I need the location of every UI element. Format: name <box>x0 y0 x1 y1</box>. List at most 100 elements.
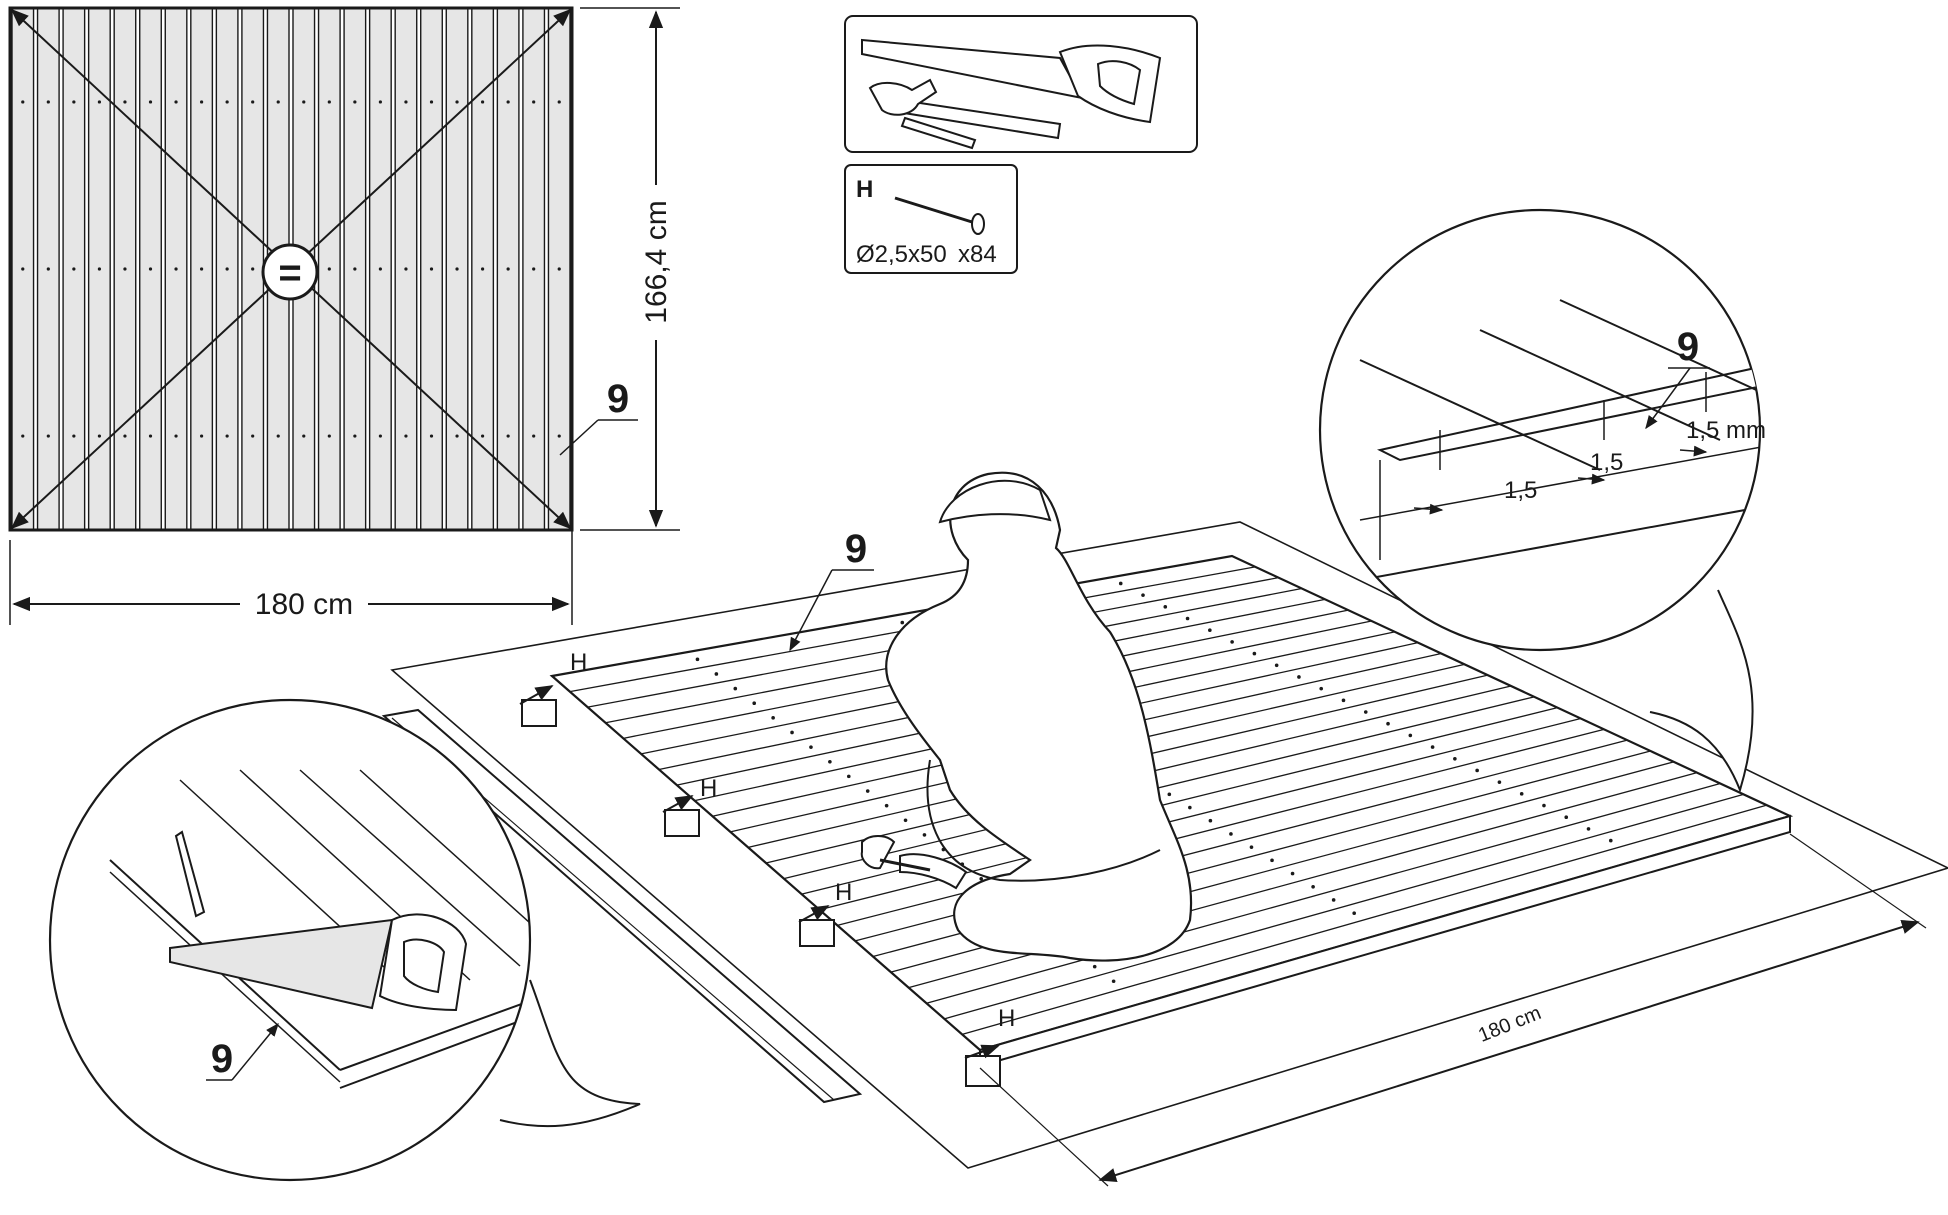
nail-dot <box>455 267 459 271</box>
deck-board-seam <box>783 696 1535 880</box>
nail-dot <box>429 434 434 438</box>
detail-right-pointer <box>1649 589 1754 794</box>
ground-outline <box>390 521 1948 1169</box>
main-part-number: 9 <box>845 527 867 571</box>
deck-nail-dot <box>1188 805 1192 810</box>
nail-dot <box>429 100 434 104</box>
deck-nail-dot <box>1341 698 1346 703</box>
saw-icon <box>169 913 468 1012</box>
deck-nail-dot <box>1386 721 1390 726</box>
nail-dot <box>532 100 536 104</box>
deck-nail-dot <box>1311 884 1315 889</box>
joist-block-1 <box>521 699 557 727</box>
nail-dot <box>404 434 408 438</box>
deck-nail-dot <box>1252 651 1257 656</box>
nail-dot <box>251 434 255 438</box>
deck-nail-dot <box>865 789 870 793</box>
part-9-leader <box>789 569 833 652</box>
floor-outline <box>8 6 574 532</box>
nail-dot <box>46 100 50 104</box>
nail-dot <box>506 434 510 438</box>
nail-dot <box>251 100 255 104</box>
deck-nail-dot <box>714 672 719 676</box>
deck-nail-dot <box>1319 686 1324 691</box>
joist-block-3 <box>799 919 835 947</box>
detail-left: 9 <box>48 698 641 1182</box>
equal-circle <box>261 243 319 301</box>
nail-dot <box>506 100 510 104</box>
nail-dot <box>123 434 127 438</box>
deck-nail-dot <box>1453 756 1457 761</box>
top-view: = 180 cm 166,4 cm 9 <box>8 6 680 625</box>
deck-nail-dot <box>1408 733 1413 738</box>
nail-dot <box>557 267 561 271</box>
nail-dot <box>21 434 25 438</box>
nail-dot <box>532 267 536 271</box>
deck-nail-dot <box>1352 911 1356 915</box>
nail-dot <box>72 100 76 104</box>
detail-left-leader <box>231 1022 279 1081</box>
deck-nail-dot <box>1208 628 1212 632</box>
tools-box <box>844 15 1198 153</box>
deck-nail-dot <box>900 620 905 625</box>
deck-nail-dot <box>1274 663 1279 668</box>
deck-nail-dot <box>1331 898 1336 902</box>
worker-body <box>885 471 1193 962</box>
gap-label-1: 1,5 <box>1504 477 1537 504</box>
detail-right: 1,5 1,5 1,5 mm 9 <box>1318 208 1766 794</box>
nail-dot <box>506 267 510 271</box>
front-dim-ext-right <box>1789 833 1927 929</box>
nail-dot <box>21 267 25 271</box>
deck-nail-dot <box>1111 979 1116 984</box>
fastener-size: Ø2,5x50 <box>856 241 947 268</box>
nail-dot <box>378 434 383 438</box>
saw-icon <box>861 38 1162 124</box>
part-leader <box>559 419 599 456</box>
joist-block-2 <box>664 809 700 837</box>
deck-nail-dot <box>695 657 700 662</box>
deck-nail-dot <box>1118 581 1123 586</box>
deck-nail-dot <box>1564 815 1569 820</box>
deck-nail-dot <box>1297 675 1301 679</box>
deck-nail-dot <box>1185 616 1190 621</box>
nail-dot <box>480 267 485 271</box>
nail-dot <box>46 434 50 438</box>
deck-nail-dot <box>809 745 813 749</box>
nail-dot <box>225 267 229 271</box>
deck-nail-dot <box>1208 818 1213 823</box>
detail-right-part-number: 9 <box>1677 325 1699 369</box>
nail-dot <box>378 267 383 271</box>
front-dim-ext-left <box>979 1067 1109 1187</box>
deck-nail-dot <box>1229 832 1233 836</box>
deck-nail-dot <box>922 833 927 837</box>
deck-nail-dot <box>1542 803 1546 808</box>
deck-nail-dot <box>1141 593 1145 597</box>
nail-dot <box>251 267 255 271</box>
deck-nail-dot <box>1608 838 1613 843</box>
worker-leg-line <box>926 759 1161 882</box>
height-label: 166,4 cm <box>640 200 673 323</box>
deck-nail-dot <box>1586 827 1591 831</box>
deck-nail-dot <box>790 730 794 735</box>
nail-arrow-3 <box>798 905 830 923</box>
nail-dot <box>21 100 25 104</box>
deck-nail-dot <box>1092 964 1097 969</box>
deck-board-seam <box>926 782 1721 1004</box>
equal-symbol: = <box>278 251 301 295</box>
fastener-mark-3: H <box>835 879 852 906</box>
nail-dot <box>480 100 485 104</box>
deck-nail-dot <box>1475 768 1479 773</box>
fastener-letter: H <box>856 176 873 203</box>
nail-dot <box>276 434 280 438</box>
fastener-mark-1: H <box>570 649 587 676</box>
hammer-icon <box>860 835 931 872</box>
deck-board-seam <box>944 793 1744 1020</box>
deck-nail-dot <box>1497 780 1502 784</box>
nail-dot <box>353 434 357 438</box>
fastener-mark-4: H <box>998 1005 1015 1032</box>
nail-dot <box>404 100 408 104</box>
nail-dot <box>225 100 229 104</box>
nail-arrow-1 <box>519 685 554 705</box>
deck-nail-dot <box>771 716 775 720</box>
